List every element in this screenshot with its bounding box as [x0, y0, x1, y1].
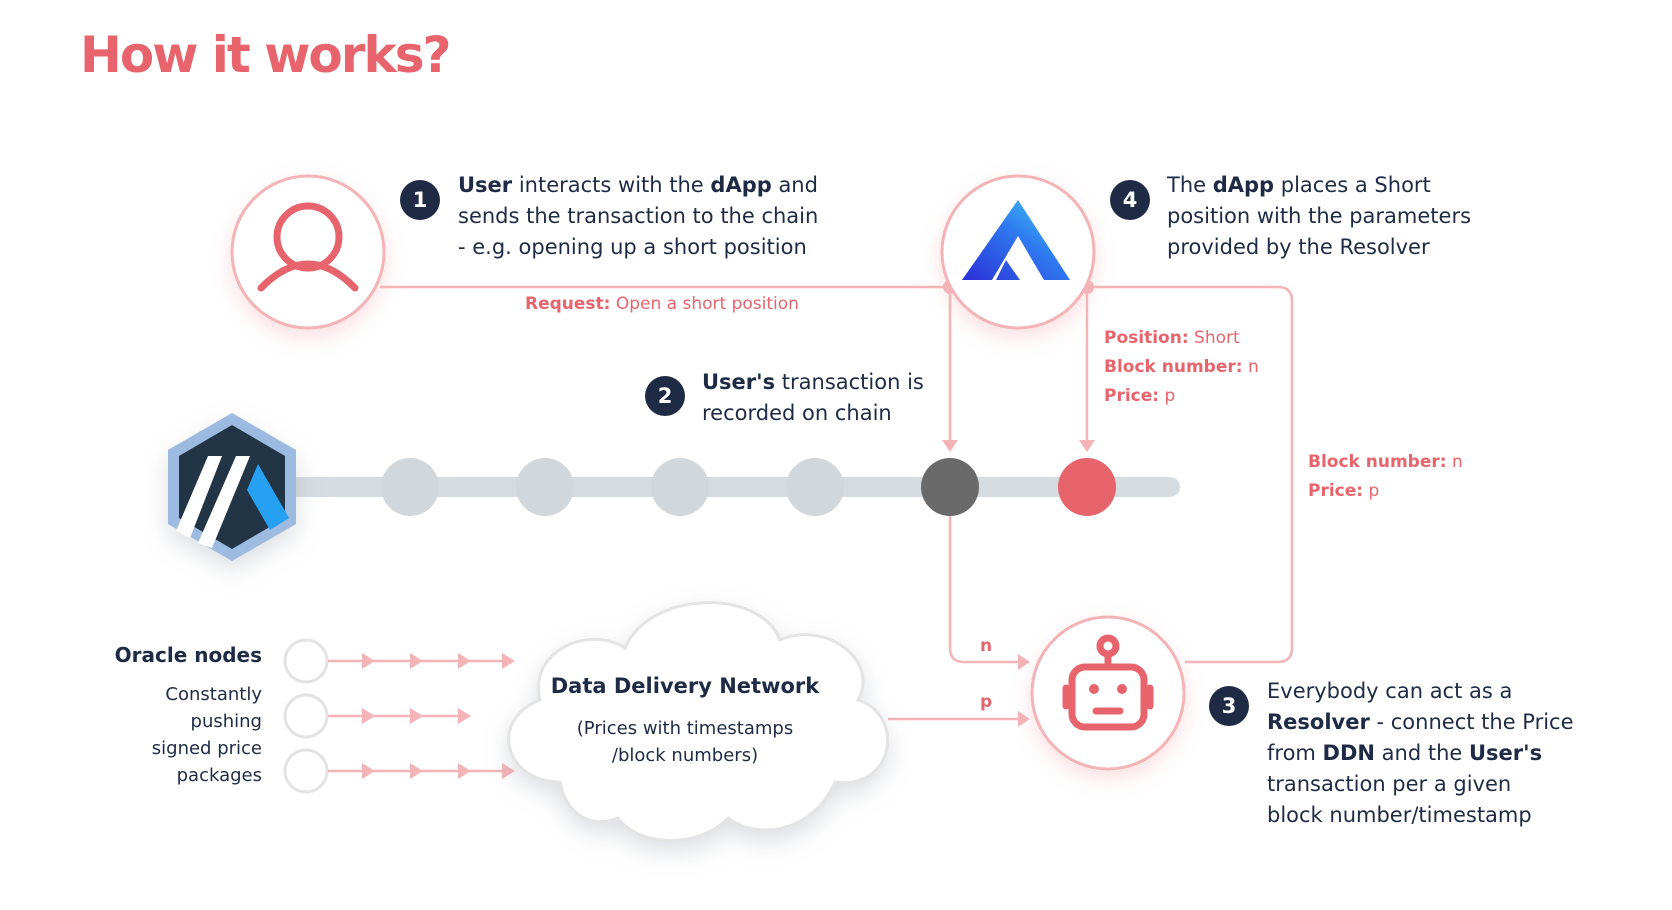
resolver-param-row: Price: p [1308, 477, 1463, 506]
text-line: Resolver - connect the Price [1267, 710, 1574, 734]
arrow-head [942, 440, 958, 452]
chain-block [786, 458, 844, 516]
resolver-feedback-line [1087, 285, 1294, 664]
param-value: n [1451, 452, 1463, 472]
position-block [1058, 458, 1116, 516]
user-node [230, 174, 386, 330]
oracle-node [283, 748, 329, 794]
chain-block [381, 458, 439, 516]
cloud-icon [507, 601, 890, 842]
text-line: transaction per a given [1267, 772, 1512, 796]
text-line: provided by the Resolver [1167, 235, 1430, 259]
resolver-param-row: Block number: n [1308, 448, 1463, 477]
ddn-sub-line: /block numbers) [611, 745, 759, 766]
param-value: n [1247, 357, 1259, 377]
ddn-sub-line: (Prices with timestamps [576, 718, 794, 739]
step-3-text: Everybody can act as a Resolver - connect… [1267, 676, 1574, 831]
step-4-badge: 4 [1110, 180, 1150, 220]
position-params: Position: Short Block number: n Price: p [1104, 324, 1259, 411]
param-value: Short [1194, 328, 1240, 348]
connector-lines [380, 285, 1294, 721]
oracle-nodes-desc: Constantly pushing signed price packages [152, 681, 262, 789]
arrow-heads [942, 440, 1095, 727]
chain-block [651, 458, 709, 516]
blockchain [270, 458, 1180, 516]
step-2-badge: 2 [645, 376, 685, 416]
page-title: How it works? [80, 26, 451, 84]
request-label-value: Open a short position [615, 294, 799, 314]
resolver-params: Block number: n Price: p [1308, 448, 1463, 506]
position-param-row: Position: Short [1104, 324, 1259, 353]
oracle-nodes-title: Oracle nodes [114, 643, 262, 667]
oracle-desc-line: packages [176, 765, 262, 786]
step-1-badge: 1 [400, 180, 440, 220]
ddn-subtitle: (Prices with timestamps /block numbers) [545, 715, 825, 769]
request-label-key: Request: [525, 294, 611, 314]
dapp-logo-icon [962, 200, 1070, 280]
step-3-badge: 3 [1209, 686, 1249, 726]
arrow-head [1018, 711, 1030, 727]
arrow-head [1079, 440, 1095, 452]
param-key: Block number: [1104, 357, 1243, 377]
robot-eye [1089, 684, 1099, 694]
request-label: Request: Open a short position [525, 290, 799, 319]
param-key: Price: [1104, 386, 1160, 406]
text-line: block number/timestamp [1267, 803, 1532, 827]
param-value: p [1368, 481, 1380, 501]
text-line: position with the parameters [1167, 204, 1472, 228]
param-key: Block number: [1308, 452, 1447, 472]
arbitrum-logo-icon [168, 413, 296, 561]
position-param-row: Price: p [1104, 382, 1259, 411]
user-tx-block [921, 458, 979, 516]
text-line: - e.g. opening up a short position [458, 235, 807, 259]
arrow-head [1018, 654, 1030, 670]
edge-label-p: p [980, 692, 993, 712]
oracle-stream-arrows [362, 653, 515, 779]
robot-eye [1117, 684, 1127, 694]
text-line: sends the transaction to the chain [458, 204, 819, 228]
param-key: Position: [1104, 328, 1189, 348]
position-param-row: Block number: n [1104, 353, 1259, 382]
oracle-nodes [283, 638, 515, 794]
dapp-node [940, 174, 1096, 330]
text-line: from DDN and the User's [1267, 741, 1543, 765]
edge-label-n: n [980, 636, 993, 656]
text-line: The dApp places a Short [1167, 173, 1431, 197]
param-value: p [1164, 386, 1176, 406]
robot-icon [1062, 634, 1154, 731]
text-line: recorded on chain [702, 401, 892, 425]
resolver-node [1030, 615, 1186, 771]
param-key: Price: [1308, 481, 1364, 501]
text-line: User interacts with the dApp and [458, 173, 818, 197]
oracle-desc-line: pushing [190, 711, 262, 732]
ddn-title: Data Delivery Network [550, 674, 820, 698]
oracle-desc-line: signed price [151, 738, 262, 759]
step-2-text: User's transaction is recorded on chain [702, 367, 924, 429]
user-icon [257, 202, 359, 292]
oracle-node [283, 638, 329, 684]
step-1-text: User interacts with the dApp and sends th… [458, 170, 818, 263]
n-line [948, 500, 1018, 664]
step-4-text: The dApp places a Short position with the… [1167, 170, 1471, 263]
oracle-node [283, 693, 329, 739]
text-line: User's transaction is [702, 370, 924, 394]
chain-block [516, 458, 574, 516]
text-line: Everybody can act as a [1267, 679, 1513, 703]
oracle-desc-line: Constantly [165, 684, 262, 705]
